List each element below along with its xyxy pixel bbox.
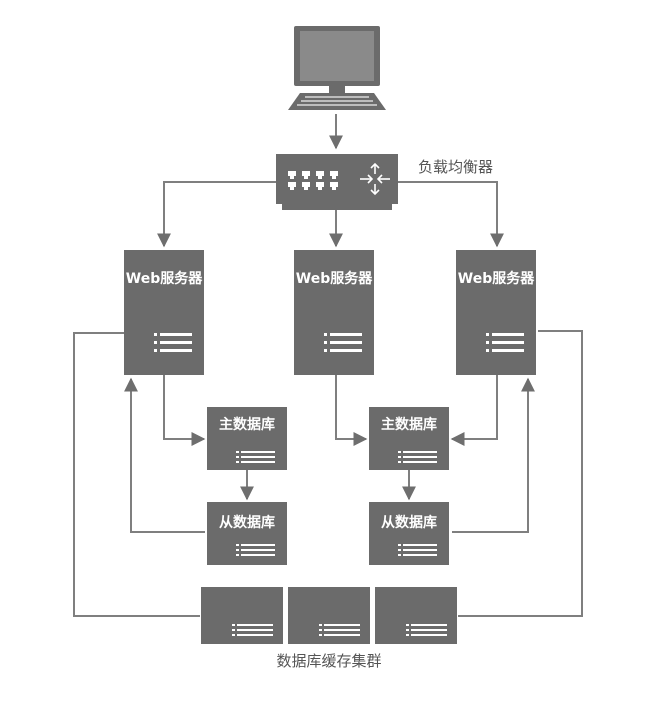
list-lines-icon [154,333,192,352]
connector-web-3-to-master-2 [450,375,498,446]
list-lines-icon [324,333,362,352]
list-lines-icon [236,544,275,556]
slave-db-label: 从数据库 [219,514,275,531]
connector-slave-2-to-web-3 [452,377,535,533]
master-db-1: 主数据库 [207,407,287,470]
connectors [73,114,583,617]
connector-balancer-to-web-1 [157,181,276,248]
cache-node-3 [375,587,457,644]
web-server-2: Web服务器 [294,250,374,375]
connector-web-2-to-master-2 [335,375,368,446]
web-server-1: Web服务器 [124,250,204,375]
routing-arrows-icon [360,162,390,196]
web-server-3: Web服务器 [456,250,536,375]
web-server-label: Web服务器 [458,270,535,287]
web-server-label: Web服务器 [296,270,373,287]
switch-ports [288,171,338,190]
list-lines-icon [486,333,524,352]
master-db-2: 主数据库 [369,407,449,470]
cache-cluster: 数据库缓存集群 [201,587,457,670]
cache-cluster-label: 数据库缓存集群 [276,652,381,670]
cache-node-2 [288,587,370,644]
cache-node-1 [201,587,283,644]
connector-slave-1-to-web-1 [124,377,205,533]
connector-web-1-to-cache [73,332,200,617]
connector-balancer-to-web-3 [398,181,504,248]
master-db-label: 主数据库 [219,416,275,433]
connector-web-1-to-master-1 [163,375,206,446]
list-lines-icon [398,544,437,556]
load-balancer: 负载均衡器 [276,154,493,210]
slave-db-1: 从数据库 [207,502,287,565]
connector-web-3-to-cache [458,330,583,617]
list-lines-icon [236,451,275,463]
web-server-label: Web服务器 [126,270,203,287]
computer-monitor-keyboard-icon [288,26,386,110]
list-lines-icon [398,451,437,463]
master-db-label: 主数据库 [381,416,437,433]
slave-db-label: 从数据库 [381,514,437,531]
slave-db-2: 从数据库 [369,502,449,565]
load-balancer-label: 负载均衡器 [418,158,493,176]
